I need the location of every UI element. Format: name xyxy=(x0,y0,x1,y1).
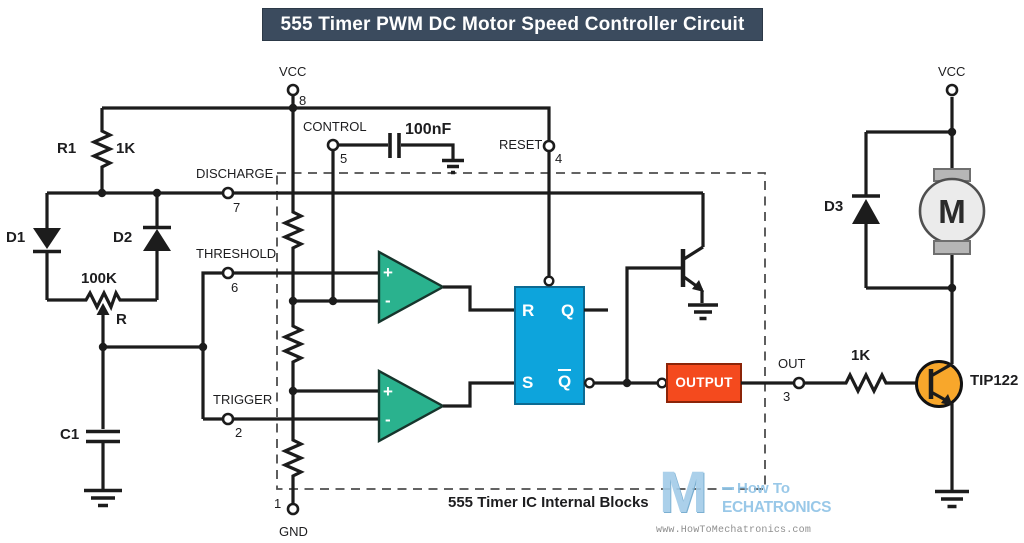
reset-inverter-bubble xyxy=(543,275,555,287)
control-label: CONTROL xyxy=(303,119,367,134)
output-block-label: OUTPUT xyxy=(675,375,733,391)
vcc-right-label: VCC xyxy=(938,64,966,79)
ff-s-label: S xyxy=(522,373,534,392)
pin2-number: 2 xyxy=(235,425,243,440)
pin4-number: 4 xyxy=(555,151,563,166)
pin7-number: 7 xyxy=(233,200,241,215)
d1-diode xyxy=(33,193,61,300)
out-label: OUT xyxy=(778,356,806,371)
pin3-number: 3 xyxy=(783,389,791,404)
comparator-threshold xyxy=(377,249,515,325)
pin1-number: 1 xyxy=(274,496,282,511)
gnd-label: GND xyxy=(279,524,308,539)
pin6-threshold xyxy=(221,266,235,280)
watermark-line1: How To xyxy=(737,480,791,497)
ff-qbar-label: Q xyxy=(558,369,572,390)
watermark-url: www.HowToMechatronics.com xyxy=(656,525,812,536)
ground-symbol-c1 xyxy=(84,488,122,508)
comp2-plus-sign: + xyxy=(383,382,393,401)
comp2-minus-sign: - xyxy=(385,410,391,429)
discharge-label: DISCHARGE xyxy=(196,166,274,181)
motor-branch xyxy=(918,97,986,255)
pin7-discharge xyxy=(221,186,235,200)
comp1-plus-sign: + xyxy=(383,263,393,282)
d3-ref: D3 xyxy=(824,198,844,215)
base-resistor-1k xyxy=(804,371,931,395)
vcc-left-label: VCC xyxy=(279,64,307,79)
potentiometer-100k xyxy=(47,289,157,347)
discharge-transistor xyxy=(680,245,718,321)
emitter-arrow xyxy=(692,280,704,292)
wiper-arrow xyxy=(96,303,110,315)
output-input-bubble xyxy=(656,377,668,389)
ic-boundary-box xyxy=(276,172,766,490)
page-title: 555 Timer PWM DC Motor Speed Controller … xyxy=(262,8,763,41)
r1-resistor xyxy=(90,108,114,190)
pin2-trigger xyxy=(221,412,235,426)
bypass-capacitor-100nf xyxy=(338,133,464,175)
pot-ref: R xyxy=(116,311,127,328)
r1-ref: R1 xyxy=(57,140,77,157)
trigger-label: TRIGGER xyxy=(213,392,273,407)
pin5-control xyxy=(326,138,340,152)
threshold-label: THRESHOLD xyxy=(196,246,277,261)
watermark-line2: ECHATRONICS xyxy=(722,499,832,516)
reset-label: RESET xyxy=(499,137,543,152)
motor-terminal-bottom xyxy=(933,240,971,255)
threshold-trigger-wires xyxy=(103,271,379,421)
pin5-number: 5 xyxy=(340,151,348,166)
comp1-minus-sign: - xyxy=(385,291,391,310)
c1-capacitor xyxy=(84,347,122,508)
pot-value: 100K xyxy=(81,270,117,287)
pin1-gnd xyxy=(286,502,300,516)
vcc-right-terminal xyxy=(945,83,959,97)
d2-diode xyxy=(143,193,171,300)
watermark-dash xyxy=(722,487,734,490)
r1-value: 1K xyxy=(116,140,136,157)
d1-ref: D1 xyxy=(6,229,26,246)
pin8-vcc xyxy=(286,83,300,97)
d2-ref: D2 xyxy=(113,229,133,246)
comparator-trigger xyxy=(377,368,515,444)
pin3-out xyxy=(792,376,806,390)
pin4-reset xyxy=(542,139,556,153)
tip122-transistor xyxy=(915,254,969,509)
bypass-cap-value: 100nF xyxy=(405,121,452,138)
pin-terminals xyxy=(221,83,959,516)
base-resistor-value: 1K xyxy=(851,347,871,364)
ff-r-label: R xyxy=(522,301,535,320)
ground-symbol-bypass xyxy=(442,158,464,175)
c1-ref: C1 xyxy=(60,426,80,443)
pin6-number: 6 xyxy=(231,280,239,295)
voltage-divider-resistors xyxy=(281,108,305,504)
ic-caption: 555 Timer IC Internal Blocks xyxy=(448,494,649,511)
ff-q-label: Q xyxy=(561,301,575,320)
ground-symbol-internal xyxy=(688,303,718,321)
discharge-rail xyxy=(47,191,705,247)
output-stage xyxy=(656,363,931,403)
tip122-ref: TIP122 xyxy=(970,372,1019,389)
motor-label: M xyxy=(938,192,966,230)
d3-diode xyxy=(852,130,952,290)
ground-symbol-tip122 xyxy=(935,489,969,509)
pin8-number: 8 xyxy=(299,93,307,108)
flipflop-block xyxy=(514,275,608,405)
watermark-logo-m: M xyxy=(659,460,708,525)
emitter-arrow xyxy=(941,394,953,406)
junction-dots xyxy=(97,103,957,396)
qbar-output-bubble xyxy=(584,377,596,389)
